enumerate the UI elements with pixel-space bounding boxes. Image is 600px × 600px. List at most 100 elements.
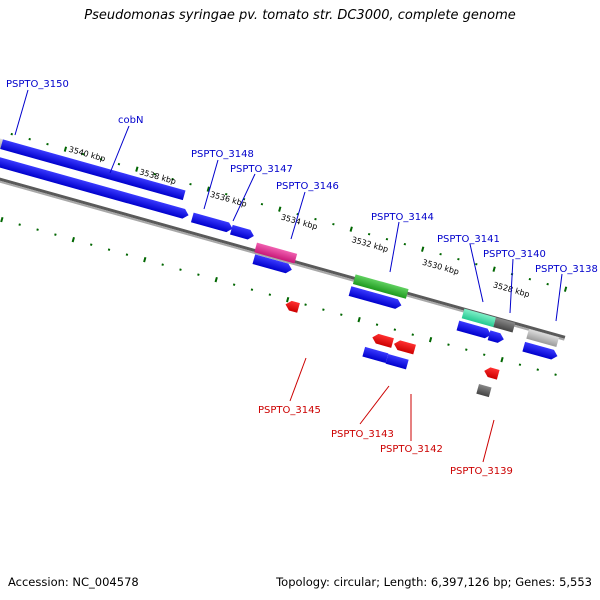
minor-tick-mark [393, 328, 397, 331]
minor-tick-mark [153, 172, 157, 176]
major-tick-mark [71, 236, 75, 243]
gene-pspto-3147[interactable] [229, 224, 255, 241]
minor-tick-mark [403, 242, 407, 246]
gene-cobn-track-1[interactable] [0, 139, 186, 201]
gene-label-pspto-3141[interactable]: PSPTO_3141 [437, 234, 500, 245]
major-tick-mark [421, 246, 425, 252]
gene-label-pspto-3143[interactable]: PSPTO_3143 [331, 429, 394, 440]
gene-pspto-3142-track-2[interactable] [385, 353, 409, 370]
tick-row-upper [10, 132, 568, 292]
major-tick-mark [286, 296, 290, 303]
minor-tick-mark [475, 262, 478, 266]
minor-tick-mark [197, 273, 200, 276]
genome-summary-text: Topology: circular; Length: 6,397,126 bp… [276, 575, 592, 589]
gene-pspto-3143-track-2[interactable] [362, 346, 389, 364]
label-leaders [14, 89, 563, 463]
gene-label-pspto-3148[interactable]: PSPTO_3148 [191, 149, 254, 160]
position-marker-3534-kbp: 3534 kbp [280, 213, 319, 232]
gene-pspto-3138-pseudo[interactable] [526, 328, 560, 348]
gene-pspto-3138[interactable] [522, 341, 558, 361]
major-tick-mark [357, 316, 361, 323]
minor-tick-mark [10, 132, 14, 136]
gene-pspto-3141-highlight[interactable] [461, 308, 496, 328]
major-tick-mark [278, 206, 282, 212]
gene-pspto-3140-highlight[interactable] [493, 317, 516, 333]
minor-tick-mark [457, 257, 460, 261]
minor-tick-mark [89, 243, 93, 246]
gene-pspto-3144-highlight[interactable] [352, 274, 409, 299]
minor-tick-mark [107, 248, 111, 251]
gene-label-pspto-3146[interactable]: PSPTO_3146 [276, 181, 339, 192]
major-tick-mark [563, 286, 568, 292]
gene-pspto-3140[interactable] [487, 330, 506, 344]
gene-pspto-3139[interactable] [483, 366, 500, 380]
gene-cobn-track-2[interactable] [0, 156, 190, 220]
major-tick-mark [492, 266, 496, 272]
minor-tick-mark [117, 162, 121, 166]
minor-tick-mark [232, 283, 236, 286]
minor-tick-mark [340, 313, 343, 316]
minor-tick-mark [36, 228, 39, 231]
gene-pspto-3148[interactable] [190, 212, 234, 234]
minor-tick-mark [332, 222, 335, 226]
major-tick-mark [349, 226, 353, 232]
minor-tick-mark [554, 373, 557, 376]
gene-pspto-3146-highlight[interactable] [254, 242, 298, 264]
gene-label-cobn[interactable]: cobN [118, 115, 143, 126]
minor-tick-mark [385, 237, 389, 241]
gene-label-pspto-3140[interactable]: PSPTO_3140 [483, 249, 546, 260]
minor-tick-mark [81, 152, 85, 156]
major-tick-mark [214, 276, 218, 283]
minor-tick-mark [546, 282, 549, 286]
minor-tick-mark [224, 192, 228, 196]
gene-pspto-3146[interactable] [252, 254, 293, 274]
major-tick-mark [0, 216, 4, 223]
minor-tick-mark [367, 232, 371, 236]
major-tick-mark [206, 186, 210, 192]
minor-tick-mark [250, 288, 254, 291]
minor-tick-mark [465, 348, 468, 351]
gene-label-pspto-3144[interactable]: PSPTO_3144 [371, 212, 434, 223]
minor-tick-mark [375, 323, 379, 326]
minor-tick-mark [260, 202, 264, 206]
minor-tick-mark [268, 293, 272, 296]
minor-tick-mark [179, 268, 182, 271]
gene-pspto-3139-pseudo[interactable] [476, 383, 492, 398]
gene-pspto-3141[interactable] [456, 320, 493, 340]
minor-tick-mark [189, 182, 192, 186]
minor-tick-mark [99, 157, 103, 161]
minor-tick-mark [46, 142, 49, 146]
minor-tick-mark [447, 343, 450, 346]
minor-tick-mark [304, 303, 307, 306]
gene-label-pspto-3147[interactable]: PSPTO_3147 [230, 164, 293, 175]
gene-pspto-3142[interactable] [393, 339, 416, 355]
gene-label-pspto-3138[interactable]: PSPTO_3138 [535, 264, 598, 275]
major-tick-mark [143, 256, 147, 263]
genome-title: Pseudomonas syringae pv. tomato str. DC3… [84, 8, 516, 23]
minor-tick-mark [125, 253, 129, 256]
gene-pspto-3144[interactable] [348, 286, 403, 310]
minor-tick-mark [528, 277, 532, 281]
major-tick-mark [428, 336, 433, 343]
minor-tick-mark [18, 223, 21, 226]
major-tick-mark [63, 146, 68, 152]
minor-tick-mark [411, 333, 414, 336]
minor-tick-mark [314, 217, 317, 221]
gene-pspto-3145[interactable] [284, 300, 300, 313]
minor-tick-mark [161, 263, 164, 266]
gene-pspto-3143[interactable] [371, 333, 394, 348]
minor-tick-mark [482, 353, 486, 356]
minor-tick-mark [439, 252, 442, 256]
gene-label-pspto-3142[interactable]: PSPTO_3142 [380, 444, 443, 455]
gene-label-pspto-3145[interactable]: PSPTO_3145 [258, 405, 321, 416]
minor-tick-mark [322, 308, 325, 311]
minor-tick-mark [171, 177, 174, 181]
minor-tick-mark [518, 363, 522, 366]
gene-label-pspto-3150[interactable]: PSPTO_3150 [6, 79, 69, 90]
minor-tick-mark [536, 368, 539, 371]
gene-label-pspto-3139[interactable]: PSPTO_3139 [450, 466, 513, 477]
position-marker-3532-kbp: 3532 kbp [351, 235, 390, 254]
major-tick-mark [500, 356, 504, 363]
tick-row-lower [0, 216, 557, 376]
